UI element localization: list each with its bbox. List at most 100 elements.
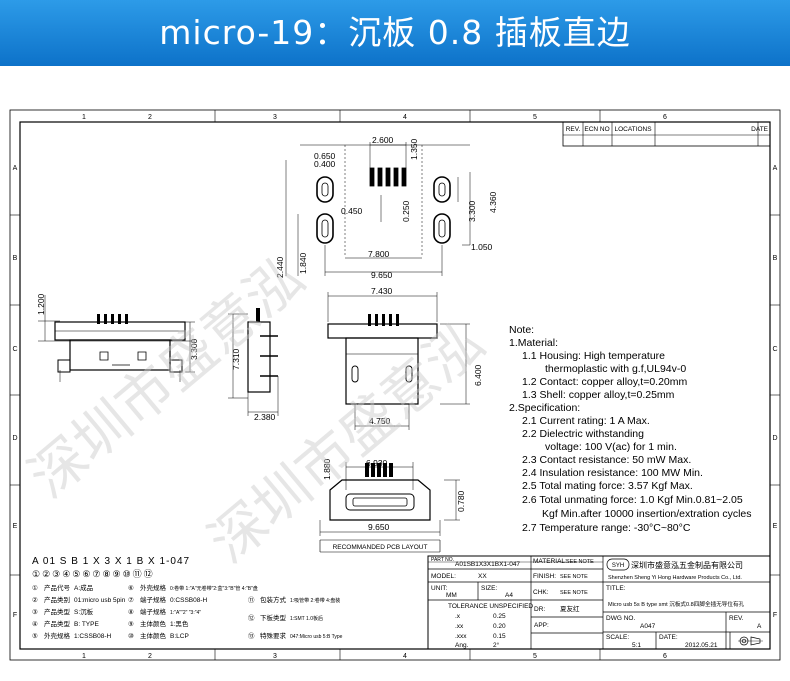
pcb-layout: [319, 462, 460, 553]
dim-4750: 4.750: [369, 416, 391, 426]
company-cn: 深圳市盛意泓五金制品有限公司: [631, 560, 743, 570]
legend-label: 外壳规格: [44, 631, 71, 640]
revision-table: REV. ECN NO LOCATIONS DATE: [562, 121, 771, 147]
dim-2380: 2.380: [254, 412, 276, 422]
legend-label: 主体颜色: [140, 619, 167, 628]
grid-col-bottom: 5: [533, 653, 537, 660]
grid-col-top: 4: [403, 114, 407, 121]
dim-0650: 0.650: [314, 151, 336, 161]
grid-col-bottom: 4: [403, 653, 407, 660]
legend-num: ⑪: [248, 596, 255, 604]
dim-2600: 2.600: [372, 135, 394, 145]
rev-label: REV.: [729, 615, 744, 622]
tolerance-value: 0.20: [493, 623, 506, 630]
legend-label: 特殊要求: [260, 631, 287, 640]
side-view: [228, 308, 279, 416]
tolerance-key: .x: [455, 613, 461, 620]
chk: SEE NOTE: [560, 590, 588, 596]
watermark: 深圳市盛意泓 深圳市盛意泓: [17, 245, 496, 576]
title-label: TITLE:: [606, 585, 626, 592]
legend-value: B: TYPE: [74, 621, 99, 628]
date-label: DATE:: [659, 634, 678, 641]
pcb-caption: RECOMMANDED PCB LAYOUT: [333, 544, 428, 551]
title-banner: micro-19：沉板 0.8 插板直边: [0, 0, 790, 66]
dim-1050: 1.050: [471, 242, 493, 252]
inner-border: [19, 121, 771, 650]
legend-value: 0:CSSB08-H: [170, 597, 208, 604]
tolerance-value: 2°: [493, 641, 500, 649]
grid-row-labels: A B C D E F A B C D E F: [12, 165, 777, 619]
dim-2440: 2.440: [275, 256, 285, 278]
pcb-dimensions: 6.930 1.880 0.780 9.650 RECOMMANDED PCB …: [322, 458, 466, 551]
front-view-dimensions: 1.200 3.300: [36, 293, 199, 360]
grid-col-bottom: 1: [82, 653, 86, 660]
dwg-label: DWG NO.: [606, 615, 635, 622]
tolerance-key: .xxx: [455, 633, 467, 640]
top-view-dimensions: 0.650 2.600 1.350 0.400 0.450 0.250 3.30…: [275, 135, 498, 280]
dim-1880: 1.880: [322, 458, 332, 480]
grid-row-left: B: [13, 255, 18, 262]
note-line: 2.4 Insulation resistance: 100 MW Min.: [522, 467, 703, 479]
legend-num: ⑫: [248, 614, 255, 622]
legend-value: S:沉板: [74, 607, 94, 616]
scale-label: SCALE:: [606, 634, 629, 641]
note-line: 2.7 Temperature range: -30°C~80°C: [522, 522, 691, 534]
dr-label: DR:: [534, 606, 545, 613]
dim-9650-pcb: 9.650: [368, 522, 390, 532]
technical-drawing: 1 2 3 4 5 6 1 2 3 4 5 6 A B C D E F A B …: [9, 109, 781, 661]
legend-label: 产品类别: [44, 595, 70, 604]
grid-row-right: D: [772, 435, 777, 442]
legend-value: B:LCP: [170, 633, 189, 640]
legend-value: 0:卷带 1:"A"无卷带"2:盒"3:"B"管 4:"B"盘: [170, 585, 258, 592]
grid-col-bottom: 6: [663, 653, 667, 660]
legend-label: 下板类型: [260, 613, 287, 622]
material: SEE NOTE: [566, 559, 594, 565]
title-block-text: PART NO. A01SB1X3X1BX1-047 MATERIAL: SEE…: [431, 557, 763, 649]
dim-1840: 1.840: [298, 252, 308, 274]
grid-row-left: F: [13, 612, 17, 619]
note-line: 2.6 Total unmating force: 1.0 Kgf Min.0.…: [522, 494, 743, 506]
bottom-view-dimensions: 7.430 6.400 4.750: [369, 286, 483, 426]
drawing-title: Micro usb 5s B type smt 沉板式0.8四脚全插无导位有孔: [608, 600, 745, 608]
projection-symbol-icon: [738, 636, 763, 646]
legend-num: ③: [32, 608, 38, 616]
dim-6400: 6.400: [473, 364, 483, 386]
note-line: 2.3 Contact resistance: 50 mW Max.: [522, 454, 691, 466]
rev-header-locations: LOCATIONS: [614, 126, 652, 133]
legend-value: 1:CSSB08-H: [74, 633, 112, 640]
legend-value: 01:micro usb 5pin: [74, 597, 126, 604]
dim-6930: 6.930: [366, 458, 388, 468]
grid-col-top: 2: [148, 114, 152, 121]
dim-0450: 0.450: [341, 206, 363, 216]
note-line: 2.5 Total mating force: 3.57 Kgf Max.: [522, 480, 693, 492]
legend-num: ④: [32, 620, 38, 628]
dim-1350: 1.350: [409, 138, 419, 160]
company-logo: SYH: [612, 563, 624, 569]
unit: MM: [446, 592, 457, 599]
tolerance-key: .xx: [455, 623, 464, 630]
rev: A: [757, 623, 762, 630]
front-view: [38, 295, 195, 382]
grid-col-top: 6: [663, 114, 667, 121]
part-no-label: PART NO.: [431, 557, 454, 563]
note-line: 2.2 Dielectric withstanding: [522, 428, 644, 440]
note-line: 1.3 Shell: copper alloy,t=0.25mm: [522, 389, 675, 401]
grid-row-left: E: [13, 523, 18, 530]
legend-value: 1:吸管带 2:卷带 4:盘装: [290, 597, 340, 604]
date: 2012.05.21: [685, 642, 718, 649]
grid-col-top: 5: [533, 114, 537, 121]
rev-header-date: DATE: [751, 126, 769, 133]
grid-row-left: C: [12, 346, 17, 353]
part-code: A 01 S B 1 X 3 X 1 B X 1-047: [32, 556, 190, 567]
outer-border: [9, 109, 781, 661]
dim-1200: 1.200: [36, 293, 46, 315]
tolerance-key: Ang.: [455, 642, 469, 649]
scale: 5:1: [632, 642, 641, 649]
rev-header-rev: REV.: [566, 126, 581, 133]
grid-row-right: E: [773, 523, 778, 530]
grid-col-bottom: 2: [148, 653, 152, 660]
grid-row-right: F: [773, 612, 777, 619]
legend-num: ⑦: [128, 596, 134, 604]
legend-label: 外壳规格: [140, 583, 167, 592]
dim-0400: 0.400: [314, 159, 336, 169]
